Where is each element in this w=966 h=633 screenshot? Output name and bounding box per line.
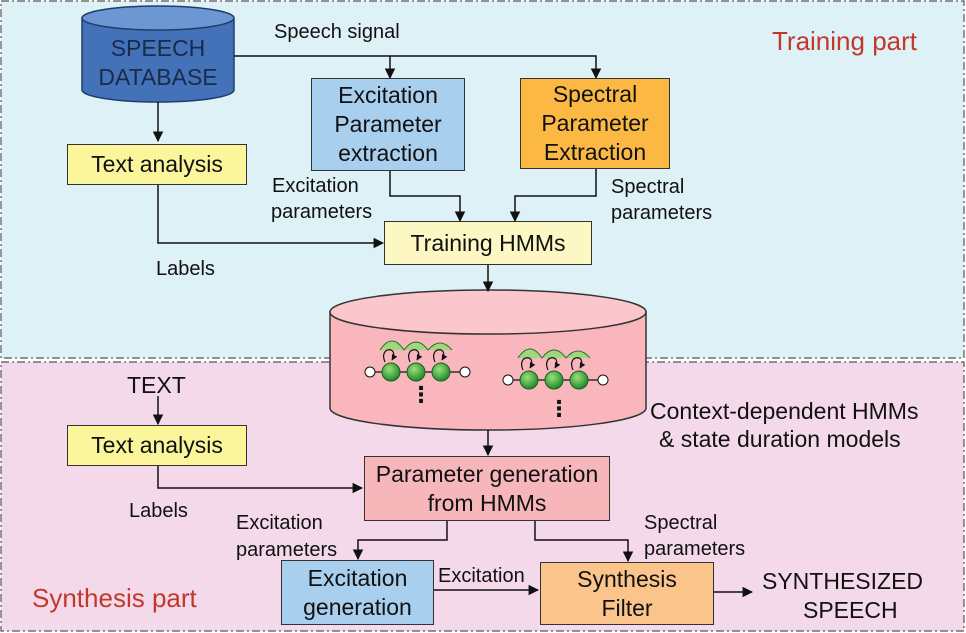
synthesis-filter-line1: Synthesis — [577, 565, 677, 592]
hmm-store-caption-line1: Context-dependent HMMs — [650, 398, 919, 424]
edge-generation-to-filter — [534, 521, 634, 563]
speech-database-cylinder — [81, 5, 235, 103]
parameter-generation-line1: Parameter generation — [375, 460, 599, 487]
synthesis-filter-box: Synthesis Filter — [540, 562, 714, 625]
hmm-store-caption-line2: & state duration models — [659, 426, 901, 452]
spectral-parameters-training-label-1: Spectral — [611, 176, 685, 198]
synthesis-part-title: Synthesis part — [32, 583, 197, 613]
excitation-extraction-line2: Parameter — [334, 111, 442, 138]
parameter-generation-box: Parameter generation from HMMs — [364, 456, 610, 521]
spectral-extraction-line1: Spectral — [552, 81, 638, 108]
synthesized-speech-label-1: SYNTHESIZED — [762, 568, 924, 594]
edge-db-to-spectral — [390, 55, 602, 80]
excitation-extraction-box: Excitation Parameter extraction — [311, 78, 465, 171]
spectral-parameters-synthesis-label-1: Spectral — [644, 512, 718, 534]
excitation-signal-label: Excitation — [438, 565, 525, 587]
hmm-model-icon — [502, 348, 609, 390]
text-analysis-synthesis-label: Text analysis — [91, 432, 223, 459]
excitation-parameters-training-label-1: Excitation — [272, 175, 359, 197]
spectral-parameters-training-label-2: parameters — [611, 202, 713, 224]
excitation-parameters-synthesis-label-2: parameters — [236, 539, 338, 561]
speech-signal-label: Speech signal — [274, 21, 400, 43]
excitation-generation-line1: Excitation — [307, 564, 408, 591]
text-analysis-training-label: Text analysis — [91, 151, 223, 178]
excitation-parameters-training-label-2: parameters — [271, 201, 373, 223]
text-analysis-training-box: Text analysis — [67, 144, 247, 185]
text-input-label: TEXT — [127, 372, 186, 398]
excitation-extraction-line1: Excitation — [338, 82, 438, 109]
edge-excitation-to-training — [389, 170, 466, 223]
hmm-ellipsis-1: ⋮ — [410, 382, 432, 407]
speech-database-line2: DATABASE — [98, 63, 218, 90]
training-part-title: Training part — [772, 26, 917, 56]
edge-generation-to-excitation — [352, 521, 448, 561]
excitation-generation-line2: generation — [303, 593, 412, 620]
spectral-extraction-line2: Parameter — [541, 110, 649, 137]
edge-spectral-to-training — [509, 168, 597, 223]
training-hmms-box: Training HMMs — [384, 221, 592, 265]
hmm-model-icon — [364, 340, 471, 382]
training-hmms-label: Training HMMs — [410, 229, 566, 256]
spectral-extraction-line3: Extraction — [543, 138, 647, 165]
text-analysis-synthesis-box: Text analysis — [67, 425, 247, 466]
hmm-ellipsis-2: ⋮ — [548, 396, 570, 421]
speech-database-label: SPEECH DATABASE — [82, 34, 234, 92]
labels-training-label: Labels — [156, 258, 215, 280]
hmm-store-cylinder — [329, 289, 647, 431]
excitation-parameters-synthesis-label-1: Excitation — [236, 512, 323, 534]
synthesis-filter-line2: Filter — [601, 594, 653, 621]
edge-labels-to-training — [157, 185, 385, 249]
labels-synthesis-label: Labels — [129, 500, 188, 522]
speech-database-line1: SPEECH — [110, 35, 206, 61]
spectral-parameters-synthesis-label-2: parameters — [644, 538, 746, 560]
connectors — [152, 55, 754, 598]
excitation-generation-box: Excitation generation — [281, 560, 434, 625]
synthesized-speech-label-2: SPEECH — [803, 597, 898, 623]
edge-labels-to-generation — [157, 466, 364, 494]
spectral-extraction-box: Spectral Parameter Extraction — [520, 78, 670, 169]
excitation-extraction-line3: extraction — [338, 139, 438, 166]
parameter-generation-line2: from HMMs — [427, 489, 547, 516]
